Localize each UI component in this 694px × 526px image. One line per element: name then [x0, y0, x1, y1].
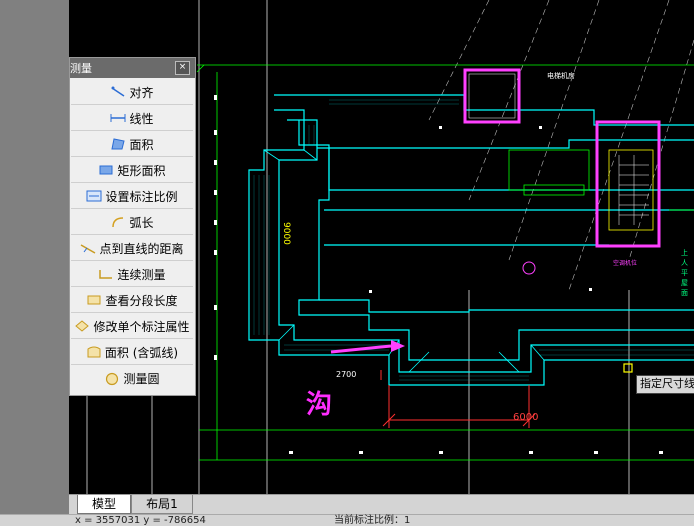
tool-linear[interactable]: 线性	[71, 106, 193, 131]
left-gutter	[0, 0, 69, 525]
tool-label: 设置标注比例	[105, 189, 178, 204]
tool-label: 点到直线的距离	[99, 241, 184, 256]
tool-label: 面积	[129, 137, 154, 152]
cursor-coordinates: x = 3557031 y = -786654	[75, 515, 206, 526]
tab-model[interactable]: 模型	[77, 495, 131, 514]
measure-panel: 测量 × 对齐 线性 面积 矩形面积 设置标注比例 弧长 点到直线的距离 连续测…	[69, 57, 196, 396]
ac-position-label: 空调机位	[613, 260, 638, 267]
arc-length-icon	[112, 217, 124, 228]
tool-dim-scale[interactable]: 设置标注比例	[71, 184, 193, 209]
arc-area-icon	[87, 346, 101, 358]
tool-label: 矩形面积	[117, 163, 166, 178]
tool-edit-dimension[interactable]: 修改单个标注属性	[71, 314, 193, 339]
tool-point-line[interactable]: 点到直线的距离	[71, 236, 193, 261]
command-tooltip: 指定尺寸线	[636, 375, 694, 394]
tool-continuous[interactable]: 连续测量	[71, 262, 193, 287]
layout-tab-bar: 模型 布局1	[69, 494, 694, 515]
point-to-line-icon	[81, 244, 96, 254]
measure-circle-icon	[106, 372, 119, 385]
tool-label: 弧长	[129, 215, 154, 230]
area-measure-icon	[111, 138, 126, 150]
linear-measure-icon	[110, 114, 126, 122]
segment-length-icon	[87, 295, 101, 305]
tool-measure-circle[interactable]: 测量圆	[71, 366, 193, 391]
tool-label: 面积 (含弧线)	[104, 345, 179, 360]
tool-area[interactable]: 面积	[71, 132, 193, 157]
overlay-annotation: 沟	[306, 390, 333, 420]
tab-layout1[interactable]: 布局1	[131, 495, 193, 514]
dimension-small: 2700	[336, 370, 357, 379]
rectangle-area-icon	[99, 165, 113, 175]
tool-arc-area[interactable]: 面积 (含弧线)	[71, 340, 193, 365]
status-bar: x = 3557031 y = -786654 当前标注比例：1	[0, 514, 694, 526]
dimension-scale-icon	[86, 190, 102, 202]
tool-rect-area[interactable]: 矩形面积	[71, 158, 193, 183]
tool-arc-length[interactable]: 弧长	[71, 210, 193, 235]
tool-label: 查看分段长度	[105, 293, 178, 308]
tool-label: 修改单个标注属性	[93, 319, 190, 334]
align-measure-icon	[111, 86, 125, 97]
dimension-scale-status: 当前标注比例：1	[334, 515, 411, 526]
panel-title: 测量	[70, 62, 92, 75]
continuous-measure-icon	[99, 270, 113, 279]
tool-label: 对齐	[129, 85, 154, 100]
tool-align[interactable]: 对齐	[71, 80, 193, 105]
cad-drawing	[86, 0, 694, 494]
side-dimension: 9000	[281, 222, 291, 245]
tool-label: 线性	[129, 111, 154, 126]
close-icon[interactable]: ×	[175, 61, 190, 75]
tool-segment-length[interactable]: 查看分段长度	[71, 288, 193, 313]
tool-label: 测量圆	[123, 372, 160, 386]
roof-label: 上人平屋面	[681, 249, 688, 297]
dimension-6000: 6000	[513, 412, 539, 423]
tool-label: 连续测量	[117, 267, 166, 282]
panel-titlebar[interactable]: 测量 ×	[70, 58, 195, 78]
elevator-room-label: 电梯机房	[547, 72, 575, 80]
edit-dimension-icon	[75, 320, 90, 332]
